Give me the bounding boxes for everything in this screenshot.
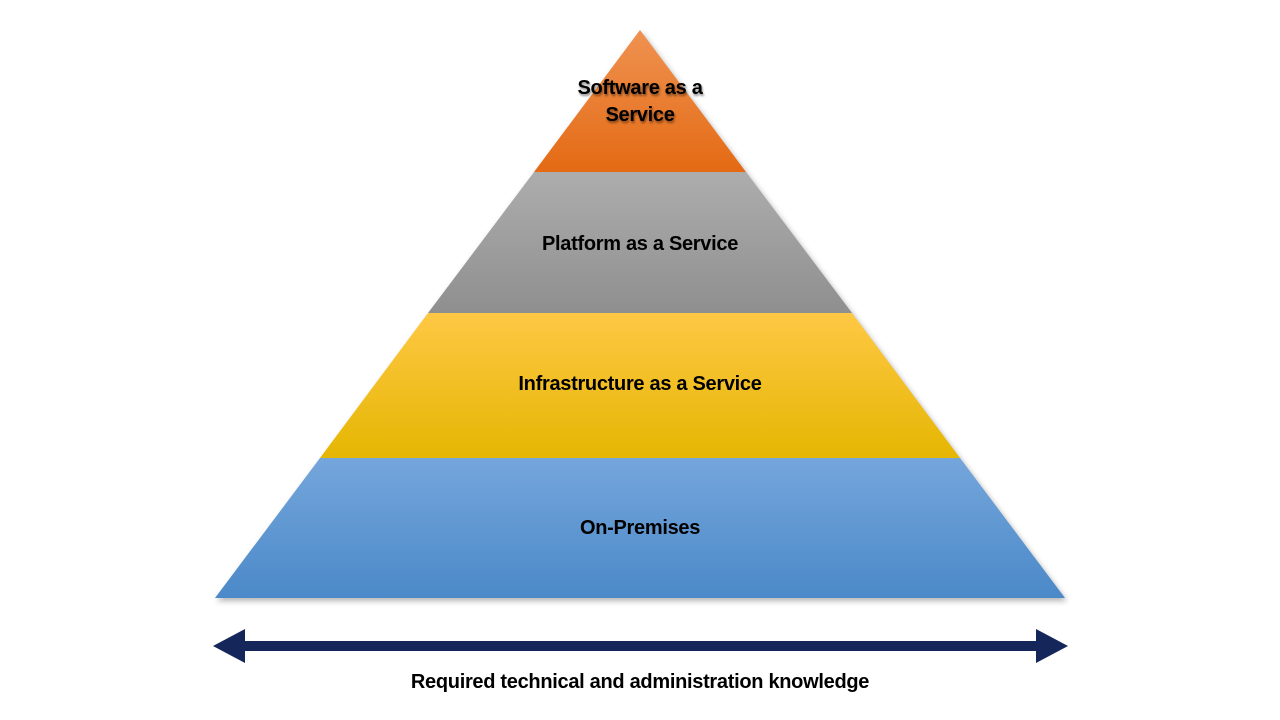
pyramid-segment-saas <box>534 30 746 172</box>
pyramid <box>215 30 1065 598</box>
label-iaas: Infrastructure as a Service <box>518 373 762 395</box>
label-on-premises: On-Premises <box>579 517 701 539</box>
pyramid-segment-iaas <box>320 313 960 458</box>
double-headed-arrow-icon <box>213 629 1068 663</box>
label-paas: Platform as a Service <box>541 233 739 255</box>
pyramid-segment-on-premises <box>215 458 1065 598</box>
pyramid-segment-paas <box>428 172 852 313</box>
label-saas: Software as a Service <box>577 77 703 126</box>
axis-label: Required technical and administration kn… <box>410 671 870 693</box>
